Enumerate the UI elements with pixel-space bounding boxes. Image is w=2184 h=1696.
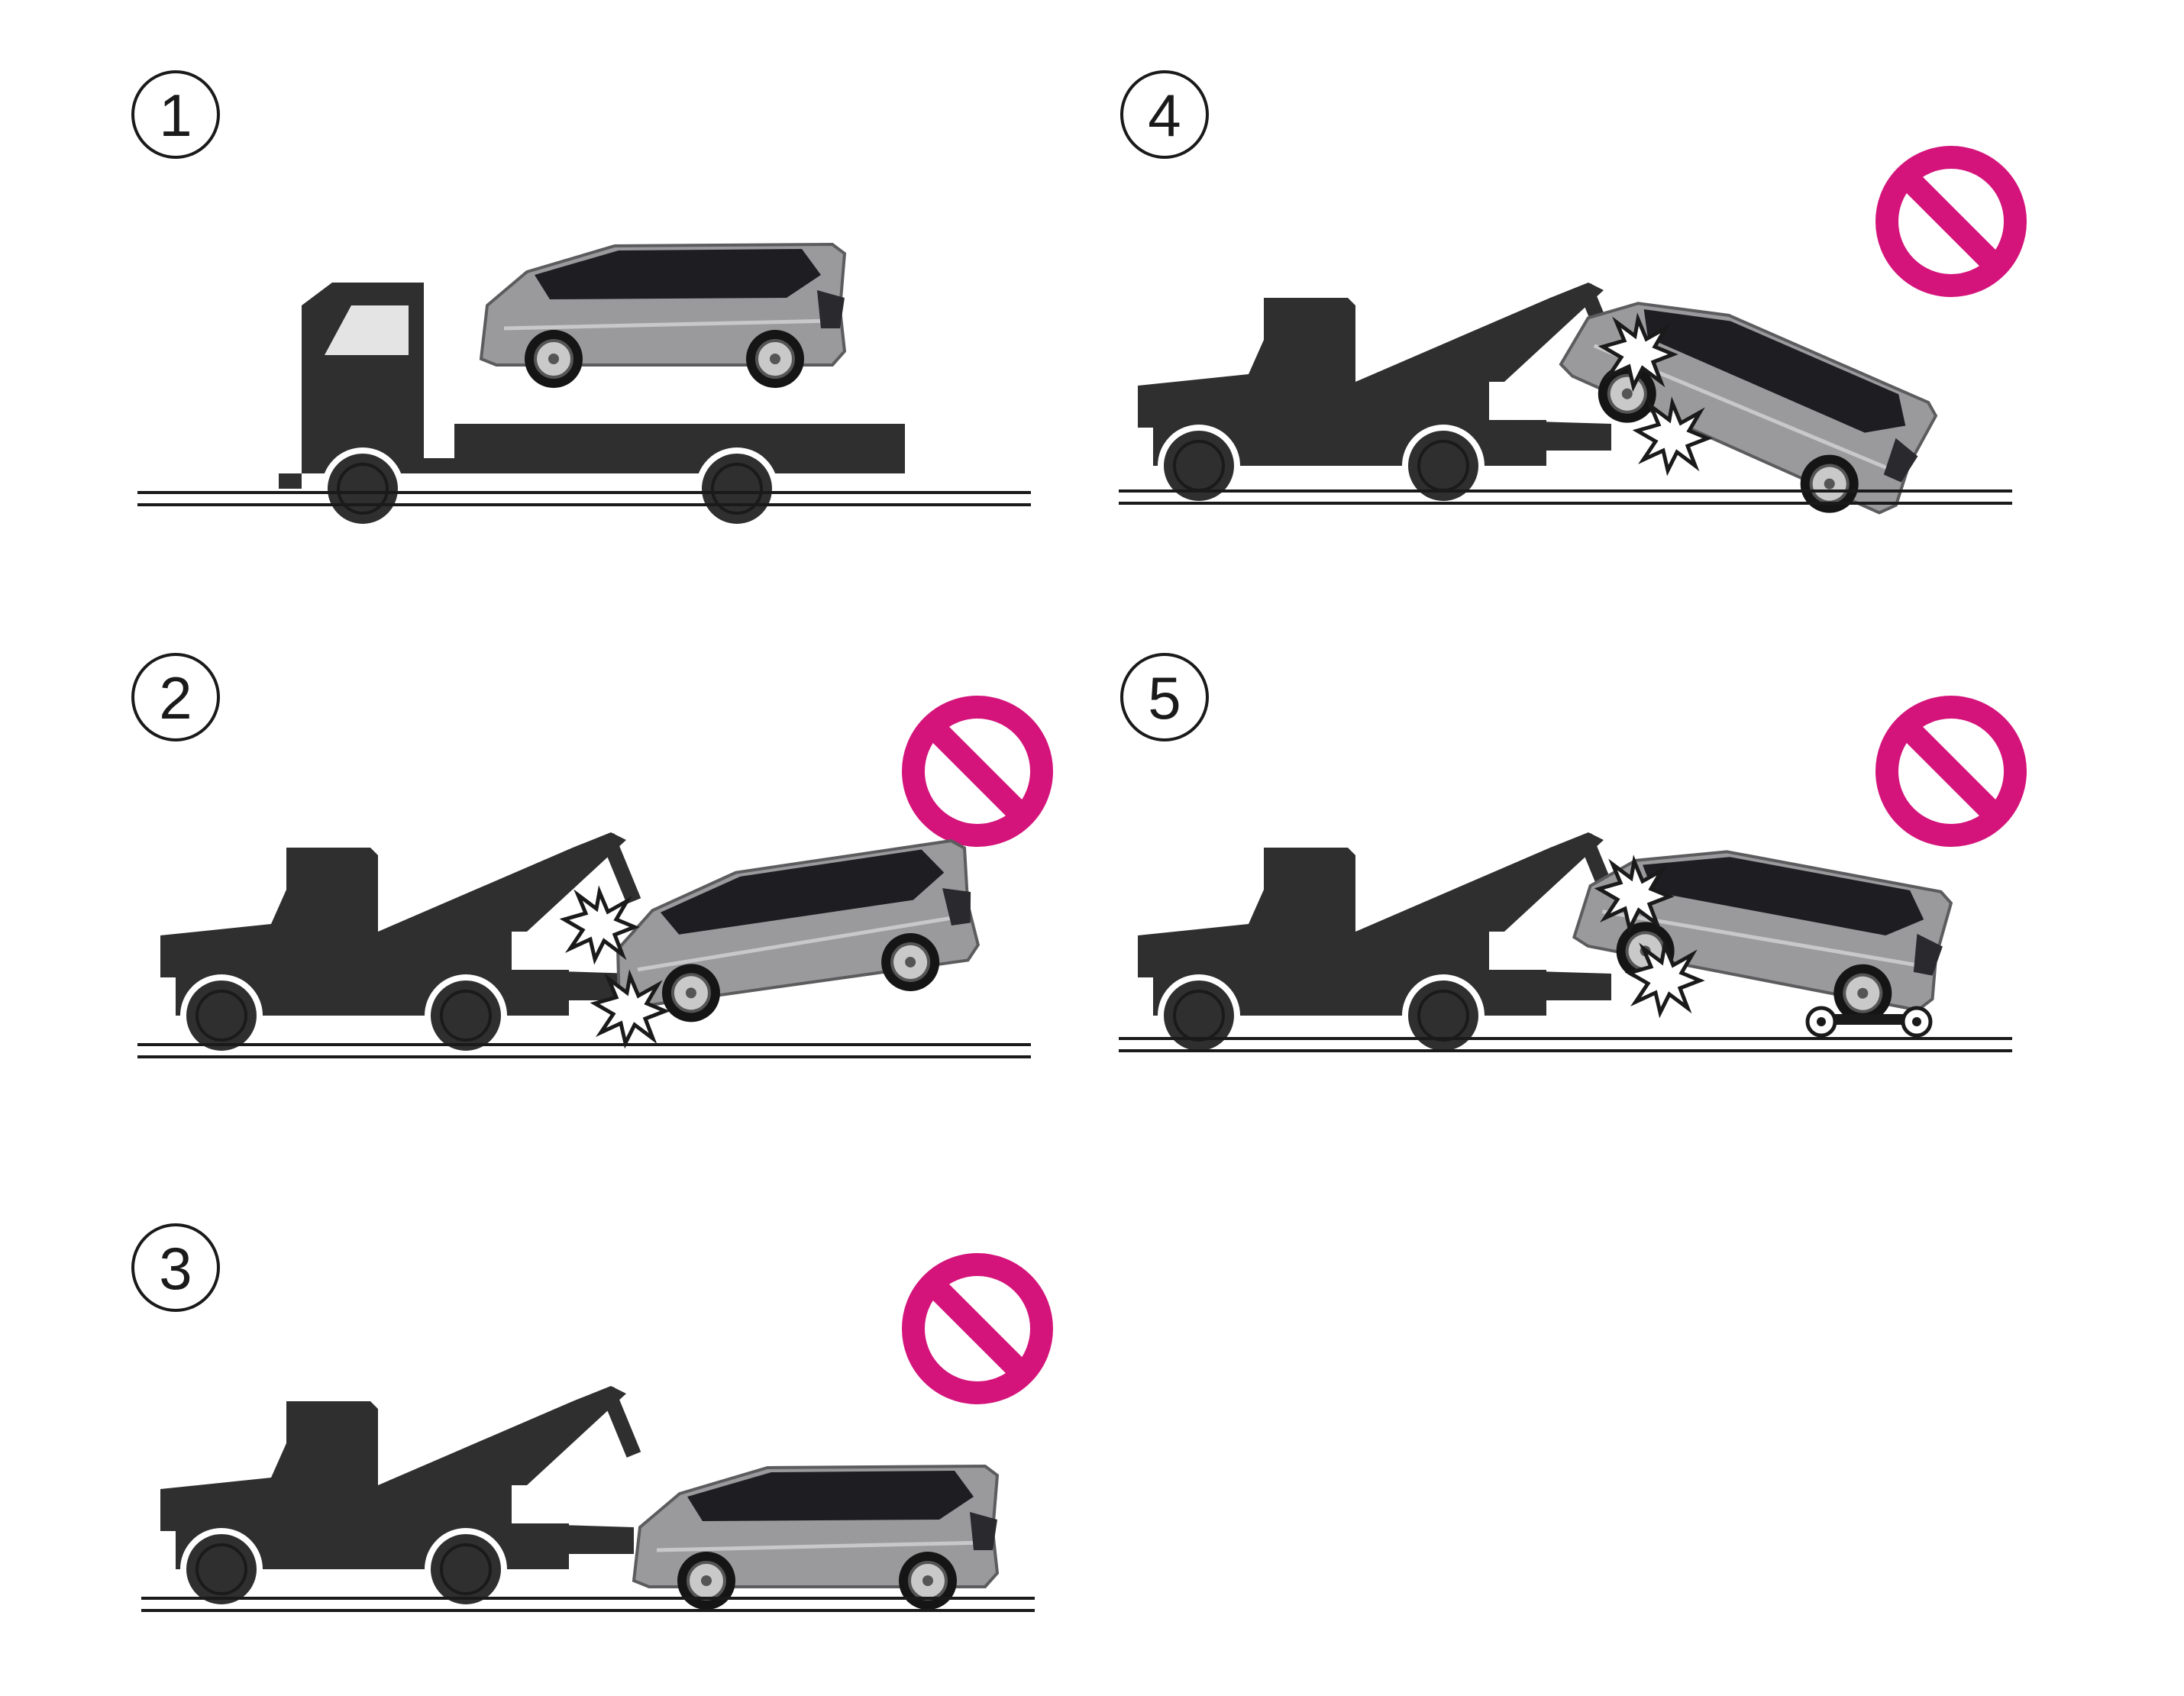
tow-truck	[160, 832, 634, 1054]
ground-line	[1117, 1037, 2014, 1052]
panel-1: 1	[131, 70, 1032, 527]
tow-dolly	[1805, 1006, 1933, 1038]
panel-number-3: 3	[131, 1223, 220, 1312]
ground-line	[140, 1597, 1036, 1612]
minivan	[1549, 260, 1940, 538]
tow-truck	[1138, 832, 1611, 1054]
panel-number-label: 3	[159, 1235, 192, 1302]
panel-number-label: 4	[1148, 82, 1181, 149]
panel-number-4: 4	[1120, 70, 1209, 159]
prohibited-sign-icon	[913, 1265, 1042, 1393]
panel-3: 3	[131, 1223, 1042, 1612]
minivan	[1569, 825, 1953, 1035]
panel-number-label: 2	[159, 664, 192, 732]
panel-number-2: 2	[131, 653, 220, 741]
panel-5: 5	[1117, 653, 2015, 1054]
panel-number-label: 1	[159, 82, 192, 149]
panel-2: 2	[131, 653, 1042, 1058]
prohibited-sign-icon	[913, 707, 1042, 835]
minivan	[634, 1466, 997, 1610]
panel-number-5: 5	[1120, 653, 1209, 741]
minivan	[481, 244, 845, 388]
ground-line	[136, 491, 1032, 506]
panel-number-1: 1	[131, 70, 220, 159]
panel-number-label: 5	[1148, 664, 1181, 732]
tow-truck	[160, 1386, 634, 1607]
prohibited-sign-icon	[1887, 157, 2015, 286]
prohibited-sign-icon	[1887, 707, 2015, 835]
tow-truck	[1138, 283, 1611, 504]
minivan	[603, 839, 984, 1032]
ground-line	[136, 1043, 1032, 1058]
panel-4: 4	[1117, 70, 2015, 538]
